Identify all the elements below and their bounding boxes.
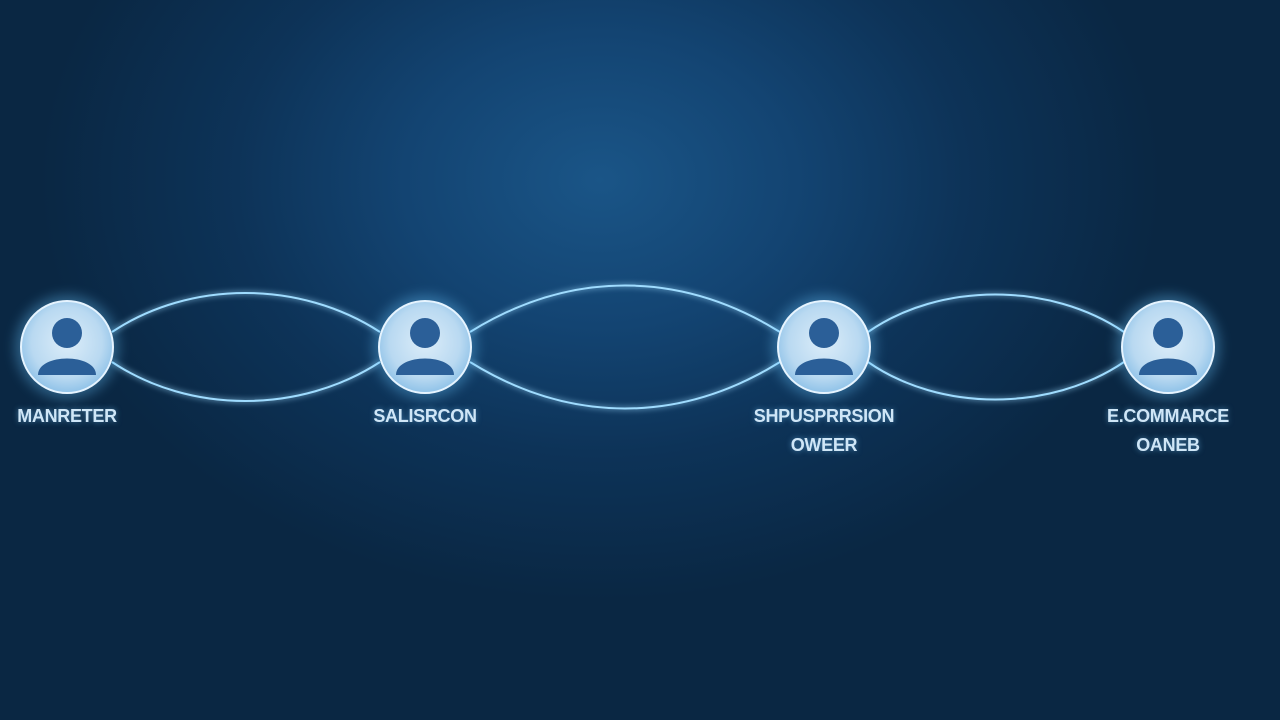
person-icon xyxy=(795,318,853,375)
node-1-label: MANRETER xyxy=(0,402,167,431)
node-1-label-line-1: MANRETER xyxy=(17,406,117,426)
person-icon xyxy=(38,318,96,375)
link-2-3 xyxy=(469,284,781,410)
node-3-label-line-1: SHPUSPRRSION xyxy=(753,406,895,426)
node-3-label-line-2: OWEER xyxy=(790,435,858,455)
node-2-label: SALISRCON xyxy=(325,402,525,431)
node-2[interactable] xyxy=(373,295,477,399)
node-3-label: SHPUSPRRSION OWEER xyxy=(724,402,924,460)
node-3[interactable] xyxy=(772,295,876,399)
person-icon xyxy=(1139,318,1197,375)
node-4-label: E.COMMARCE OANEB xyxy=(1068,402,1268,460)
node-4[interactable] xyxy=(1116,295,1220,399)
node-4-label-line-2: OANEB xyxy=(1136,435,1200,455)
node-1[interactable] xyxy=(15,295,119,399)
link-1-2 xyxy=(111,292,381,402)
node-4-label-line-1: E.COMMARCE xyxy=(1107,406,1229,426)
link-3-4 xyxy=(867,293,1125,401)
node-2-label-line-1: SALISRCON xyxy=(373,406,477,426)
person-icon xyxy=(396,318,454,375)
